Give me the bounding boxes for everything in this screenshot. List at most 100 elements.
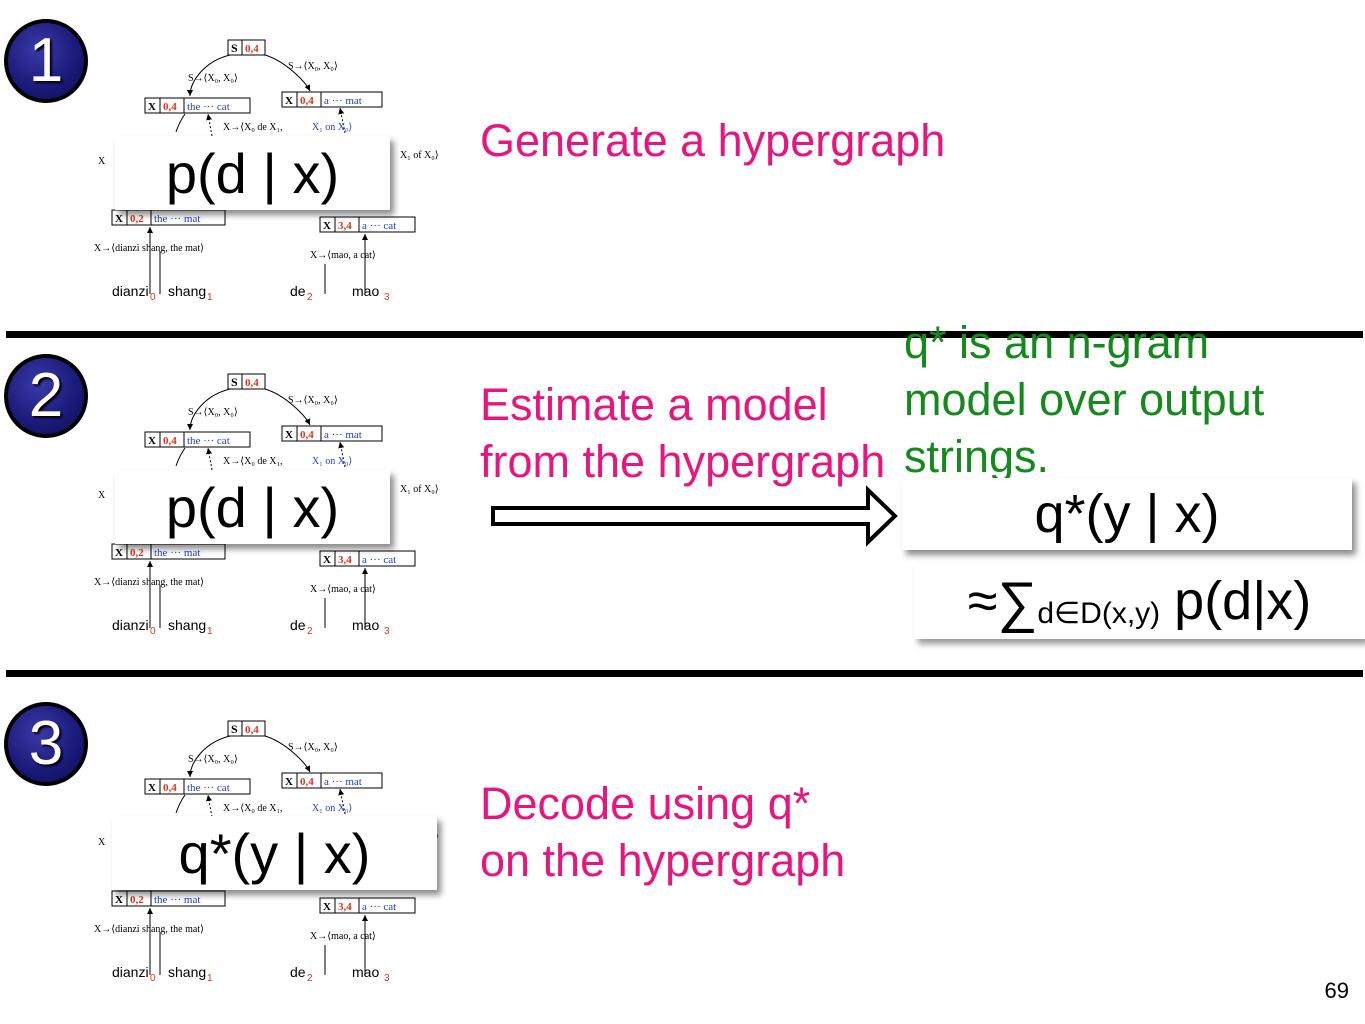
tree-root-node: S 0,4 [227,720,266,737]
svg-text:0,4: 0,4 [163,435,177,447]
page-number: 69 [1324,978,1349,1003]
rule-of: X₁ of X₀⟩ [400,150,439,161]
tree-bottom-right-node: X 3,4 a ··· cat [319,216,416,233]
svg-text:mao: mao [352,964,379,980]
svg-text:X: X [323,901,331,913]
derivation-tree: S 0,4 S→⟨X₀, X₀⟩ S→⟨X₀, X₀⟩ X 0,4 the ··… [94,720,439,984]
svg-text:0,2: 0,2 [130,547,144,559]
svg-text:3,4: 3,4 [338,554,352,566]
svg-text:0,4: 0,4 [245,724,259,736]
tree-right-node: X 0,4 a ··· mat [281,91,383,108]
svg-text:de: de [290,617,306,633]
svg-text:0,2: 0,2 [130,894,144,906]
svg-text:a ··· mat: a ··· mat [324,429,362,441]
svg-text:2: 2 [307,626,313,637]
rule-x-fragment: X [98,490,106,501]
svg-text:0: 0 [150,626,156,637]
tree-bottom-right-node: X 3,4 a ··· cat [319,897,416,914]
svg-text:shang: shang [168,283,206,299]
svg-text:0,4: 0,4 [300,95,314,107]
rule-s-right: S→⟨X₀, X₀⟩ [288,742,338,753]
step-2-arrow [491,485,898,547]
rule-s-right: S→⟨X₀, X₀⟩ [288,395,338,406]
source-words: dianzi 0 shang 1 de 2 mao 3 [112,283,390,303]
svg-text:0,4: 0,4 [300,429,314,441]
tree-step-2: S 0,4 S→⟨X₀, X₀⟩ S→⟨X₀, X₀⟩ X 0,4 the ··… [90,370,460,670]
step-3-text: Decode using q* on the hypergraph [480,778,846,886]
svg-text:1: 1 [207,292,213,303]
svg-text:0,4: 0,4 [163,101,177,113]
svg-text:a ··· mat: a ··· mat [324,776,362,788]
rule-bottom-left: X→⟨dianzi shang, the mat⟩ [94,577,204,588]
rule-mid-right: X₁ on X₀⟩ [312,803,352,814]
svg-text:the ··· mat: the ··· mat [154,547,200,559]
svg-text:the ··· cat: the ··· cat [187,101,230,113]
step-1-text: Generate a hypergraph [480,115,946,166]
svg-text:the ··· cat: the ··· cat [187,435,230,447]
rule-mid-left: X→⟨X₀ de X₁, [223,122,282,133]
tree-bottom-left-node: X 0,2 the ··· mat [111,890,226,907]
tree-step-3: S 0,4 S→⟨X₀, X₀⟩ S→⟨X₀, X₀⟩ X 0,4 the ··… [90,717,460,1017]
step-1-badge: 1 [4,19,88,103]
svg-text:X: X [323,220,331,232]
svg-text:0,2: 0,2 [130,213,144,225]
svg-text:X: X [115,894,123,906]
approx-sum-box: ≈∑d∈D(x,y)p(d|x) [914,563,1365,639]
svg-text:S: S [231,41,238,55]
svg-text:X: X [148,782,156,794]
step-2-overlay-label: p(d | x) [115,470,390,544]
ngram-note: q* is an n-gram model over output string… [904,317,1265,482]
svg-text:3,4: 3,4 [338,901,352,913]
svg-text:shang: shang [168,617,206,633]
svg-text:0,4: 0,4 [163,782,177,794]
source-words: dianzi 0 shang 1 de 2 mao 3 [112,964,390,984]
svg-text:mao: mao [352,617,379,633]
rule-of: X₁ of X₀⟩ [400,484,439,495]
step-2-badge: 2 [4,354,88,438]
svg-text:1: 1 [207,626,213,637]
svg-text:0,4: 0,4 [245,377,259,389]
svg-text:X: X [115,547,123,559]
divider-1 [6,331,1363,338]
svg-text:the ··· mat: the ··· mat [154,894,200,906]
svg-text:2: 2 [307,973,313,984]
svg-text:de: de [290,964,306,980]
rule-bottom-left: X→⟨dianzi shang, the mat⟩ [94,243,204,254]
svg-text:dianzi: dianzi [112,283,149,299]
svg-text:0,4: 0,4 [300,776,314,788]
derivation-tree: S 0,4 S→⟨X₀, X₀⟩ S→⟨X₀, X₀⟩ X 0,4 the ··… [94,39,439,303]
svg-text:a ··· cat: a ··· cat [362,901,396,913]
svg-text:a ··· cat: a ··· cat [362,554,396,566]
derivation-tree: S 0,4 S→⟨X₀, X₀⟩ S→⟨X₀, X₀⟩ X 0,4 the ··… [94,373,439,637]
svg-text:the ··· cat: the ··· cat [187,782,230,794]
step-2-text: Estimate a model from the hypergraph [480,379,886,487]
svg-text:X: X [323,554,331,566]
step-1-overlay-label: p(d | x) [115,136,390,210]
rule-s-left: S→⟨X₀, X₀⟩ [188,407,238,418]
svg-text:a ··· mat: a ··· mat [324,95,362,107]
divider-2 [6,670,1363,677]
rule-mid-left: X→⟨X₀ de X₁, [223,456,282,467]
tree-bottom-left-node: X 0,2 the ··· mat [111,209,226,226]
source-words: dianzi 0 shang 1 de 2 mao 3 [112,617,390,637]
tree-left-node: X 0,4 the ··· cat [144,97,251,114]
svg-text:the ··· mat: the ··· mat [154,213,200,225]
tree-bottom-right-node: X 3,4 a ··· cat [319,550,416,567]
q-star-result-box: q*(y | x) [902,478,1352,550]
svg-text:dianzi: dianzi [112,617,149,633]
svg-text:3: 3 [384,292,390,303]
svg-text:shang: shang [168,964,206,980]
tree-right-node: X 0,4 a ··· mat [281,772,383,789]
svg-text:X: X [285,95,293,107]
rule-mid-right: X₁ on X₀⟩ [312,122,352,133]
svg-text:1: 1 [207,973,213,984]
svg-text:3: 3 [384,973,390,984]
svg-text:0: 0 [150,973,156,984]
tree-left-node: X 0,4 the ··· cat [144,778,251,795]
rule-s-left: S→⟨X₀, X₀⟩ [188,754,238,765]
svg-text:X: X [285,776,293,788]
svg-text:S: S [231,375,238,389]
rule-x-fragment: X [98,837,106,848]
rule-mid-left: X→⟨X₀ de X₁, [223,803,282,814]
rule-x-fragment: X [98,156,106,167]
